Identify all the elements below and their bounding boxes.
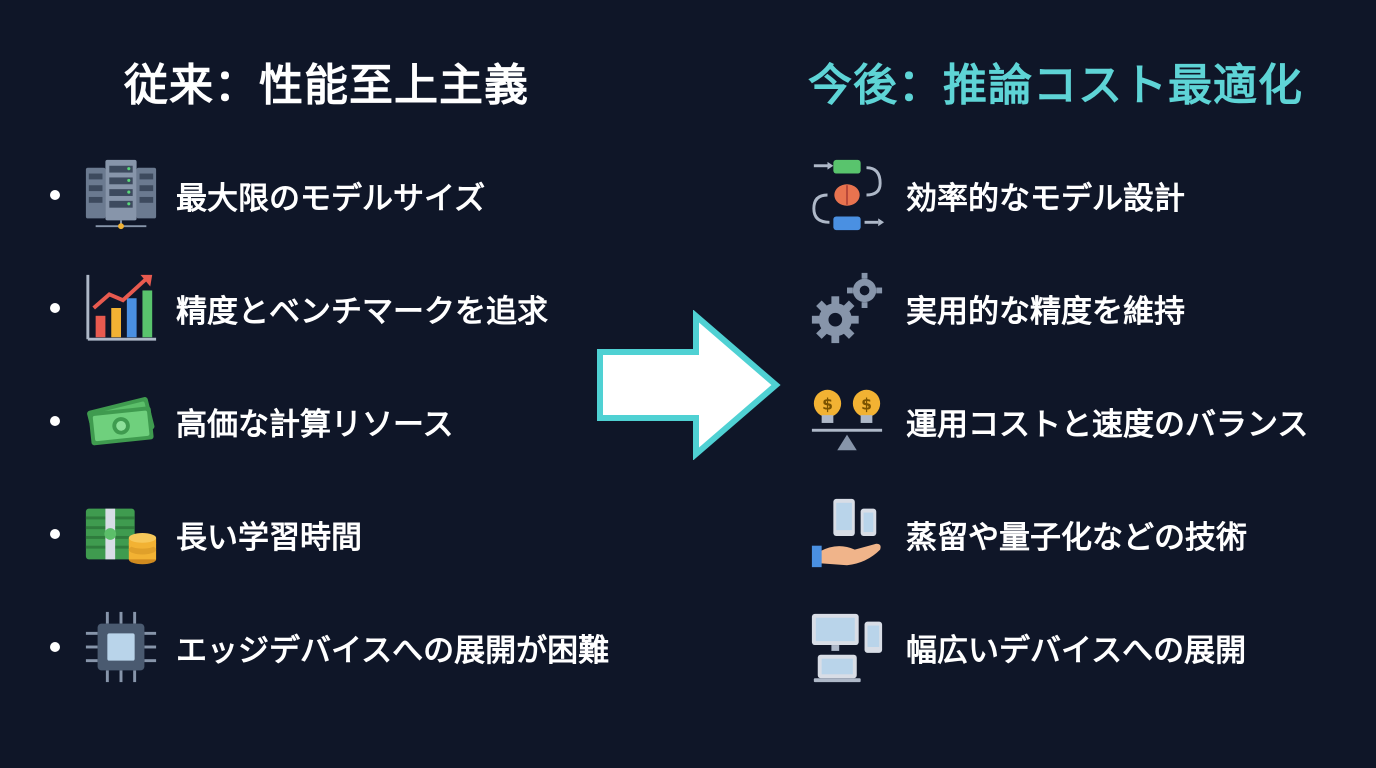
money-and-coins-icon [85, 508, 157, 565]
left-item-label: エッジデバイスへの展開が困難 [176, 632, 610, 669]
devices-in-hand-icon [811, 498, 881, 568]
money-stack-icon [87, 397, 155, 446]
microchip-icon [85, 611, 157, 683]
right-item-label: 実用的な精度を維持 [906, 293, 1185, 330]
lightbulb-balance-icon: $ $ [811, 389, 883, 451]
left-list-item-1: 最大限のモデルサイズ [50, 155, 485, 235]
gears-icon [811, 272, 883, 344]
brain-workflow-icon [812, 159, 885, 231]
right-list-item-5: 幅広いデバイスへの展開 [890, 607, 1246, 687]
right-arrow-icon [597, 310, 781, 460]
right-item-label: 幅広いデバイスへの展開 [906, 632, 1247, 669]
server-rack-icon [85, 159, 157, 230]
right-item-label: 蒸留や量子化などの技術 [906, 519, 1247, 556]
left-list-item-5: エッジデバイスへの展開が困難 [50, 607, 609, 687]
right-list-item-4: 蒸留や量子化などの技術 [890, 494, 1247, 574]
left-item-label: 精度とベンチマークを追求 [176, 293, 548, 330]
right-list-item-2: 実用的な精度を維持 [890, 268, 1185, 348]
multi-device-icon [811, 613, 883, 683]
right-list-item-3: 運用コストと速度のバランス [890, 381, 1308, 461]
right-item-label: 運用コストと速度のバランス [906, 406, 1309, 443]
left-item-label: 高価な計算リソース [176, 406, 454, 443]
bullet [50, 529, 60, 539]
left-column-title: 従来：性能至上主義 [124, 60, 529, 111]
left-list-item-4: 長い学習時間 [50, 494, 362, 574]
bullet [50, 642, 60, 652]
svg-text:$: $ [861, 395, 872, 413]
bullet [50, 190, 60, 200]
left-list-item-2: 精度とベンチマークを追求 [50, 268, 548, 348]
left-list-item-3: 高価な計算リソース [50, 381, 453, 461]
bullet [50, 416, 60, 426]
rising-bar-chart-icon [86, 274, 157, 341]
right-list-item-1: 効率的なモデル設計 [890, 155, 1185, 235]
right-column-title: 今後：推論コスト最適化 [808, 60, 1303, 111]
right-item-label: 効率的なモデル設計 [906, 180, 1185, 217]
bullet [50, 303, 60, 313]
left-item-label: 長い学習時間 [176, 519, 362, 556]
svg-text:$: $ [822, 395, 833, 413]
left-item-label: 最大限のモデルサイズ [176, 180, 486, 217]
